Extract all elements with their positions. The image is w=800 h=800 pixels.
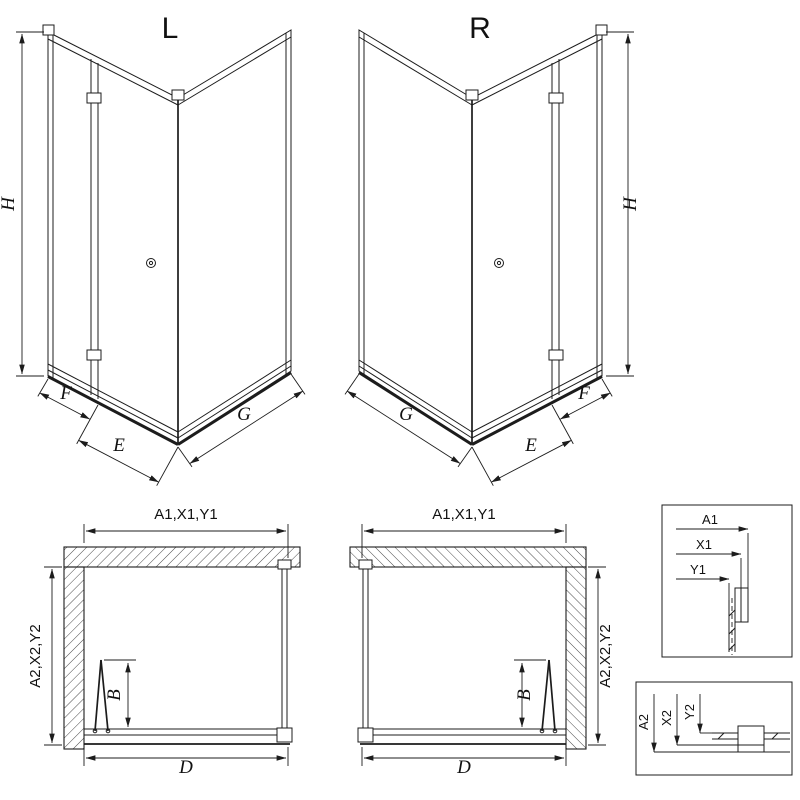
dimension-b [104,659,136,728]
l-perspective-geometry [16,24,306,486]
g-dim-label-right: G [399,404,413,425]
plan-left-side-label: A2,X2,Y2 [27,624,44,687]
plan-right-side-label: A2,X2,Y2 [597,624,614,687]
dimension-g [177,373,306,468]
dimension-a2x2y2 [44,566,62,746]
l-view-label: L [162,12,179,45]
dimension-e [78,439,179,486]
plan-left-top-label: A1,X1,Y1 [154,506,217,523]
corner-bracket-icon [171,89,185,101]
detail-a1-label: A1 [702,512,718,527]
r-perspective-geometry [345,25,634,486]
h-dim-label-left: H [0,196,19,212]
plan-right-d-label: D [456,757,471,778]
detail-x1-label: X1 [696,537,712,552]
plan-left-b-label: B [104,689,125,701]
folded-door [92,659,111,734]
plan-right-b-label: B [514,689,535,701]
bottom-profile-detail: A2 X2 Y2 [635,681,793,776]
detail-x2-label: X2 [659,710,674,726]
corner-post-icon [276,727,293,743]
dimension-f [37,378,99,445]
r-plan-geometry [350,524,606,766]
detail-a2-label: A2 [636,714,651,730]
e-dim-label-left: E [112,435,125,456]
wall-top [63,546,301,568]
bottom-bracket-icon [737,725,765,753]
f-dim-label-left: F [59,383,72,404]
wall-bracket-icon [42,24,55,36]
dimension-h [16,31,44,377]
detail-y2-label: Y2 [682,704,697,720]
h-dim-label-right: H [620,196,641,212]
plan-left-d-label: D [178,757,193,778]
hinge-icon [86,349,102,361]
top-profile-detail: A1 X1 Y1 [661,504,793,658]
e-dim-label-right: E [524,435,537,456]
door-handle [146,258,156,268]
f-dim-label-right: F [577,383,590,404]
detail-y1-label: Y1 [690,562,706,577]
dimension-d [83,747,289,766]
wall-profile-icon [277,559,292,570]
r-view-label: R [469,12,491,45]
wall-side [63,566,85,750]
dimension-a1x1y1 [83,524,289,558]
plan-right-top-label: A1,X1,Y1 [432,506,495,523]
hinge-icon [86,92,102,104]
g-dim-label-left: G [237,404,251,425]
l-plan-geometry [44,524,301,766]
